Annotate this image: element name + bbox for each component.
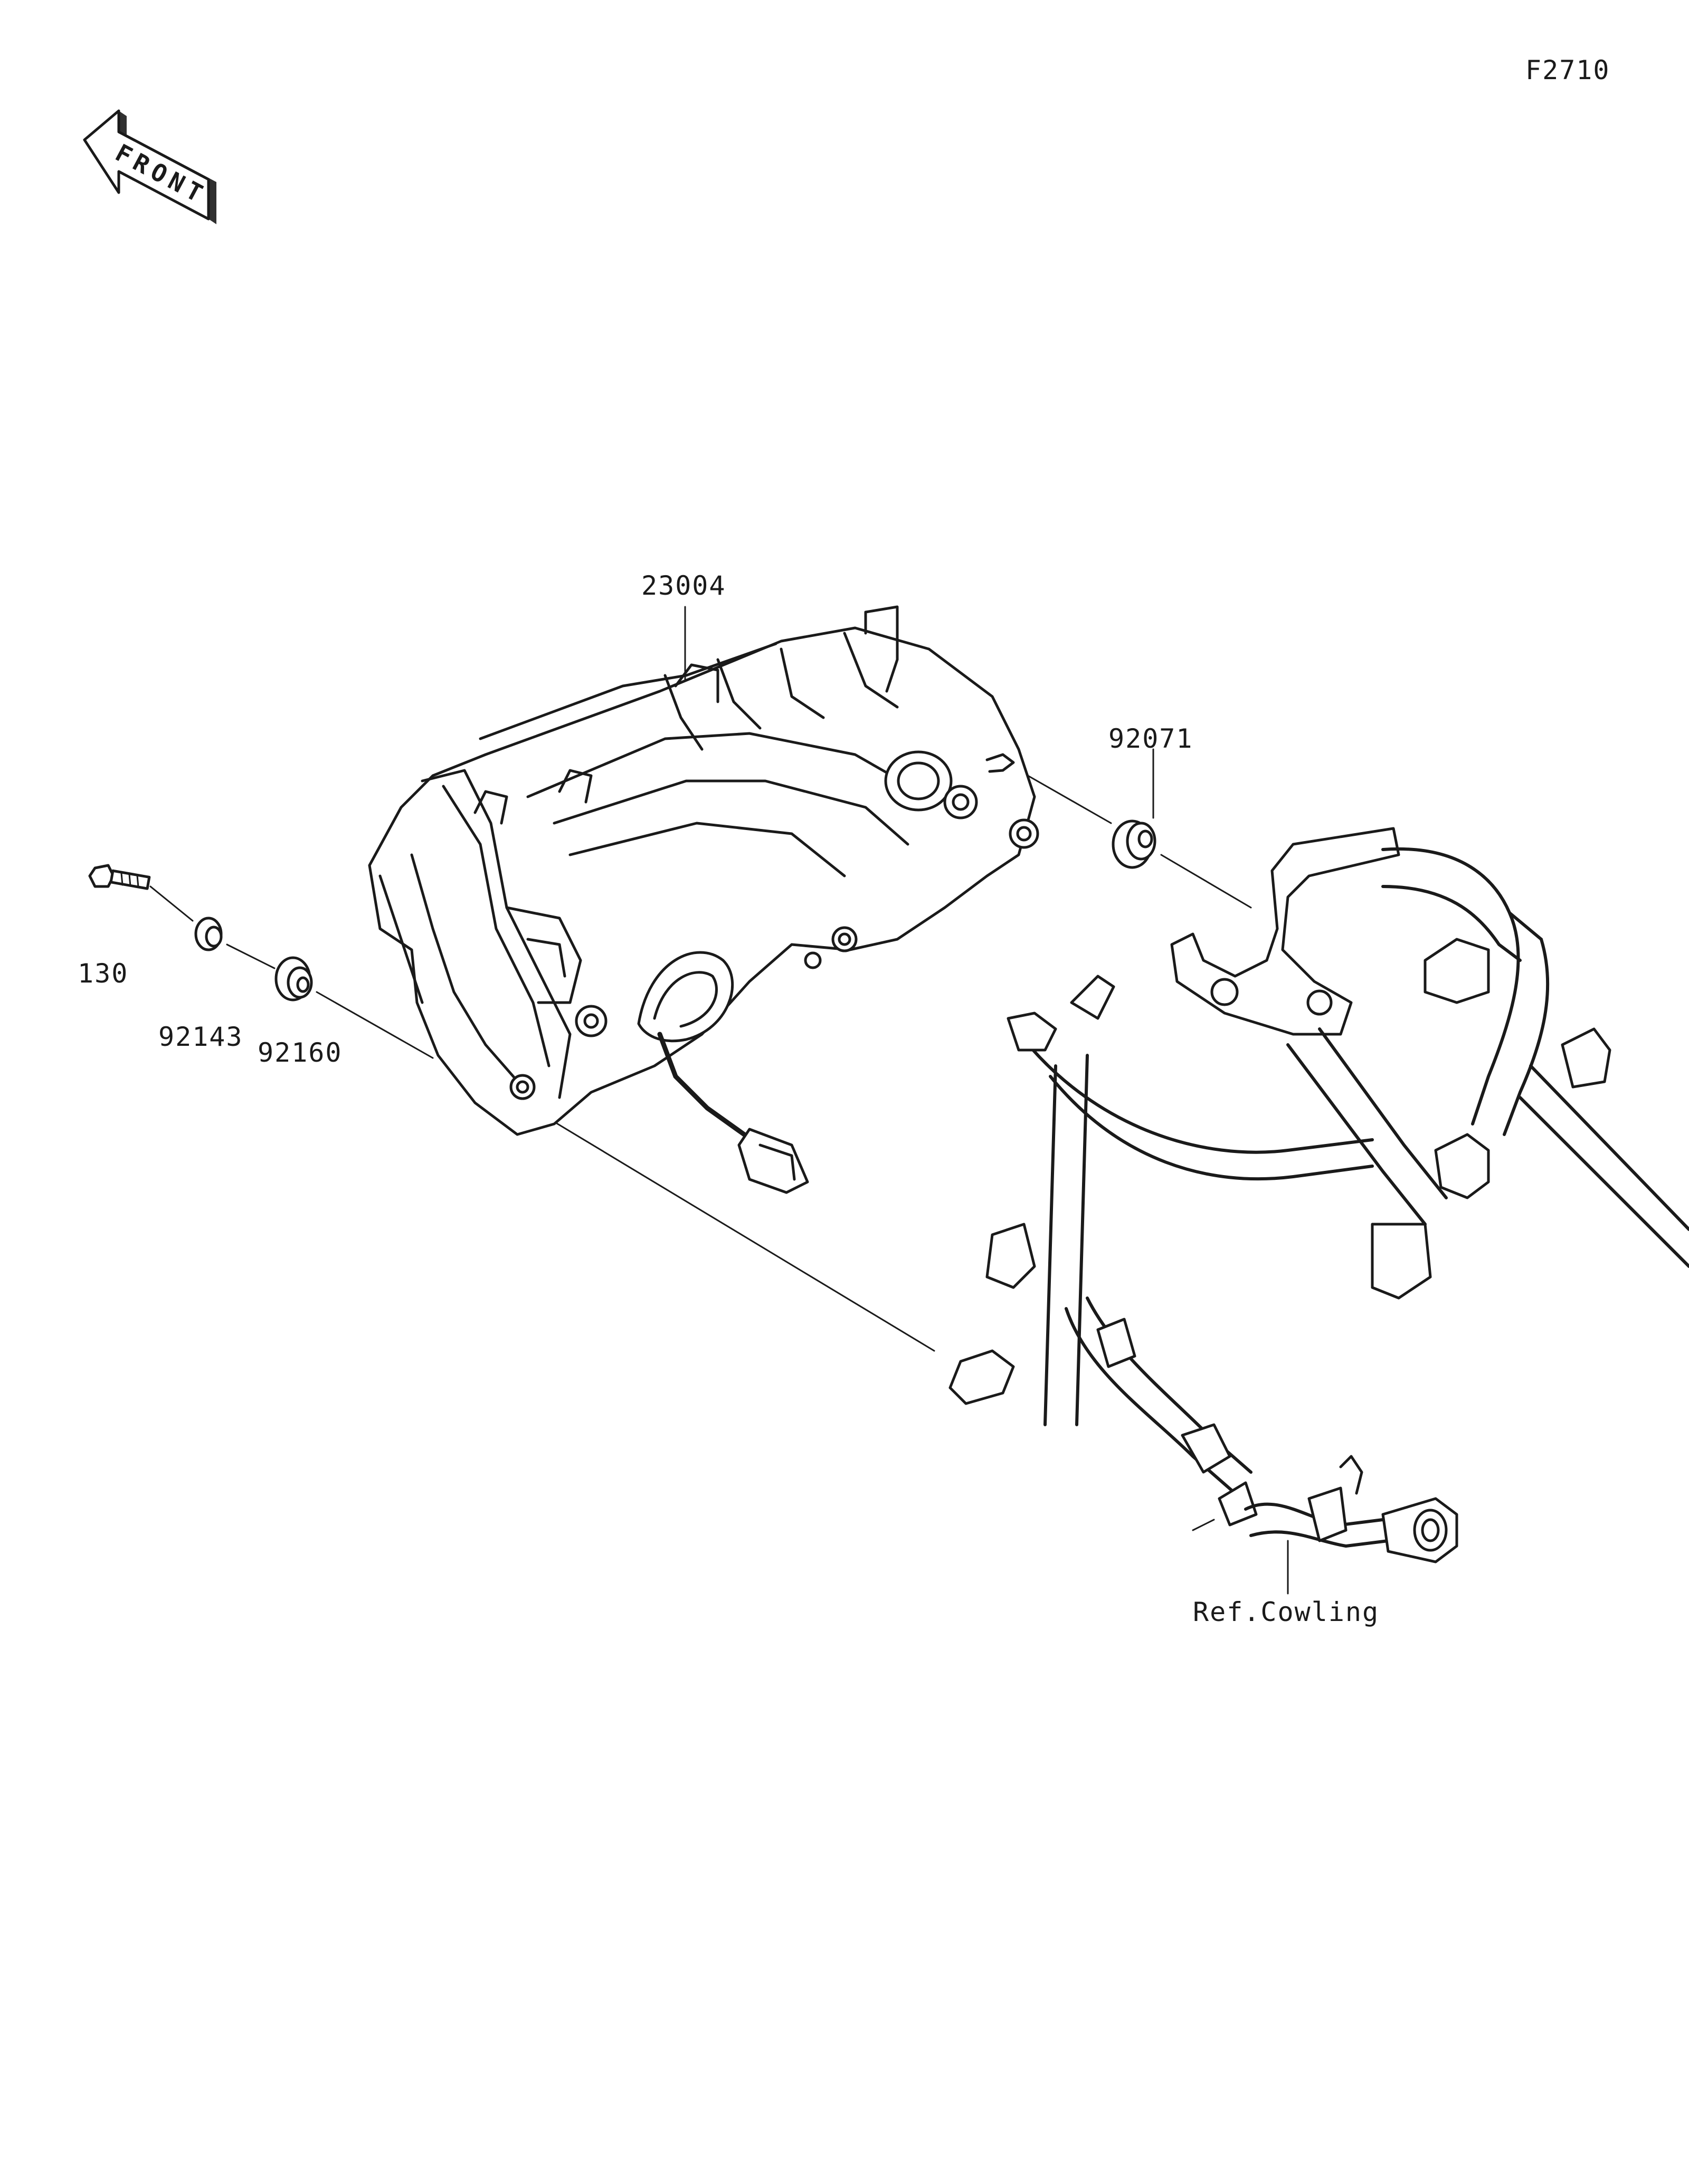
- headlight-assembly-23004: [368, 605, 1039, 1194]
- cowling-stay-frame: [948, 827, 1689, 1563]
- diagram-code: F2710: [1525, 55, 1610, 85]
- grommet-92071-part: [1112, 819, 1156, 869]
- front-arrow-icon: FRONT: [83, 109, 216, 224]
- leader-line-bolt: [149, 885, 194, 922]
- bolt-130-part: [88, 864, 151, 890]
- leader-line-grommet-right-b: [1160, 854, 1252, 909]
- callout-92160: 92160: [258, 1037, 343, 1068]
- callout-92143: 92143: [158, 1022, 243, 1052]
- leader-line-grommet-left: [316, 991, 434, 1059]
- callout-92071: 92071: [1108, 723, 1193, 754]
- callout-130: 130: [78, 958, 129, 989]
- collar-92143-part: [194, 917, 223, 951]
- grommet-92160-part: [274, 956, 313, 1002]
- callout-ref-cowling: Ref.Cowling: [1193, 1597, 1380, 1627]
- leader-line-bracket-lower: [548, 1118, 935, 1352]
- leader-line-collar: [226, 943, 276, 969]
- leader-line-grommet-right-a: [1018, 769, 1112, 824]
- callout-23004: 23004: [641, 570, 726, 601]
